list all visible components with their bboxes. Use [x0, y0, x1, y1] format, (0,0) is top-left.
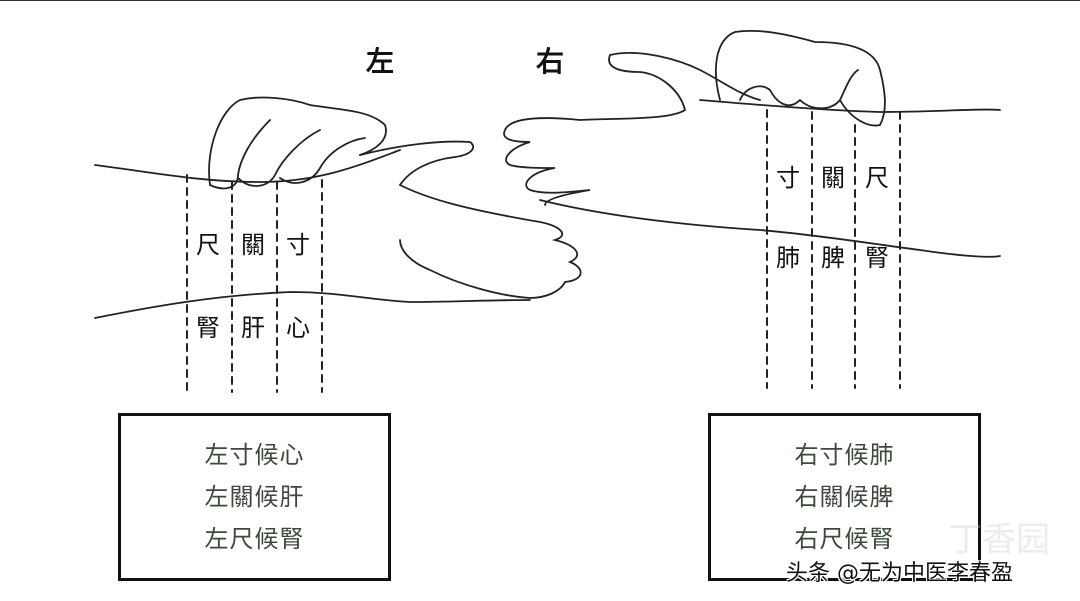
right-position-cun: 寸	[776, 164, 800, 192]
pulse-position-dividers	[186, 109, 901, 393]
right-organ-kidney: 腎	[865, 244, 889, 272]
right-hand-palm	[503, 52, 761, 206]
right-organ-lung: 肺	[776, 244, 800, 272]
top-border	[0, 0, 1080, 1]
right-organ-spleen: 脾	[821, 244, 845, 272]
left-position-guan: 關	[241, 231, 265, 259]
right-box-line: 右關候脾	[794, 483, 895, 511]
right-hand-fingers	[715, 29, 886, 127]
left-organ-heart: 心	[286, 314, 310, 342]
right-box-line: 右尺候腎	[794, 525, 895, 553]
left-box-line: 左尺候腎	[204, 525, 305, 553]
right-wrist-top-line	[699, 99, 1001, 113]
title-right: 右	[535, 45, 565, 78]
left-box-line: 左關候肝	[204, 483, 305, 511]
left-wrist-bottom-line	[94, 291, 531, 319]
left-organ-kidney: 腎	[196, 314, 220, 342]
right-position-chi: 尺	[865, 164, 889, 192]
right-position-guan: 關	[821, 164, 845, 192]
left-hand-palm	[359, 140, 582, 299]
left-position-chi: 尺	[196, 231, 220, 259]
right-wrist-bottom-line	[539, 199, 1001, 258]
left-hand-fingers	[208, 96, 387, 190]
right-summary-box: 右寸候肺 右關候脾 右尺候腎	[708, 413, 981, 581]
left-position-cun: 寸	[286, 231, 310, 259]
left-wrist-top-line	[94, 149, 401, 183]
credit-text: 头条 @无为中医李春盈	[786, 561, 1013, 586]
left-summary-box: 左寸候心 左關候肝 左尺候腎	[118, 413, 391, 581]
left-box-line: 左寸候心	[204, 441, 305, 469]
watermark: 丁香园	[948, 520, 1050, 560]
right-box-line: 右寸候肺	[794, 441, 895, 469]
left-organ-liver: 肝	[241, 314, 265, 342]
title-left: 左	[365, 45, 395, 78]
